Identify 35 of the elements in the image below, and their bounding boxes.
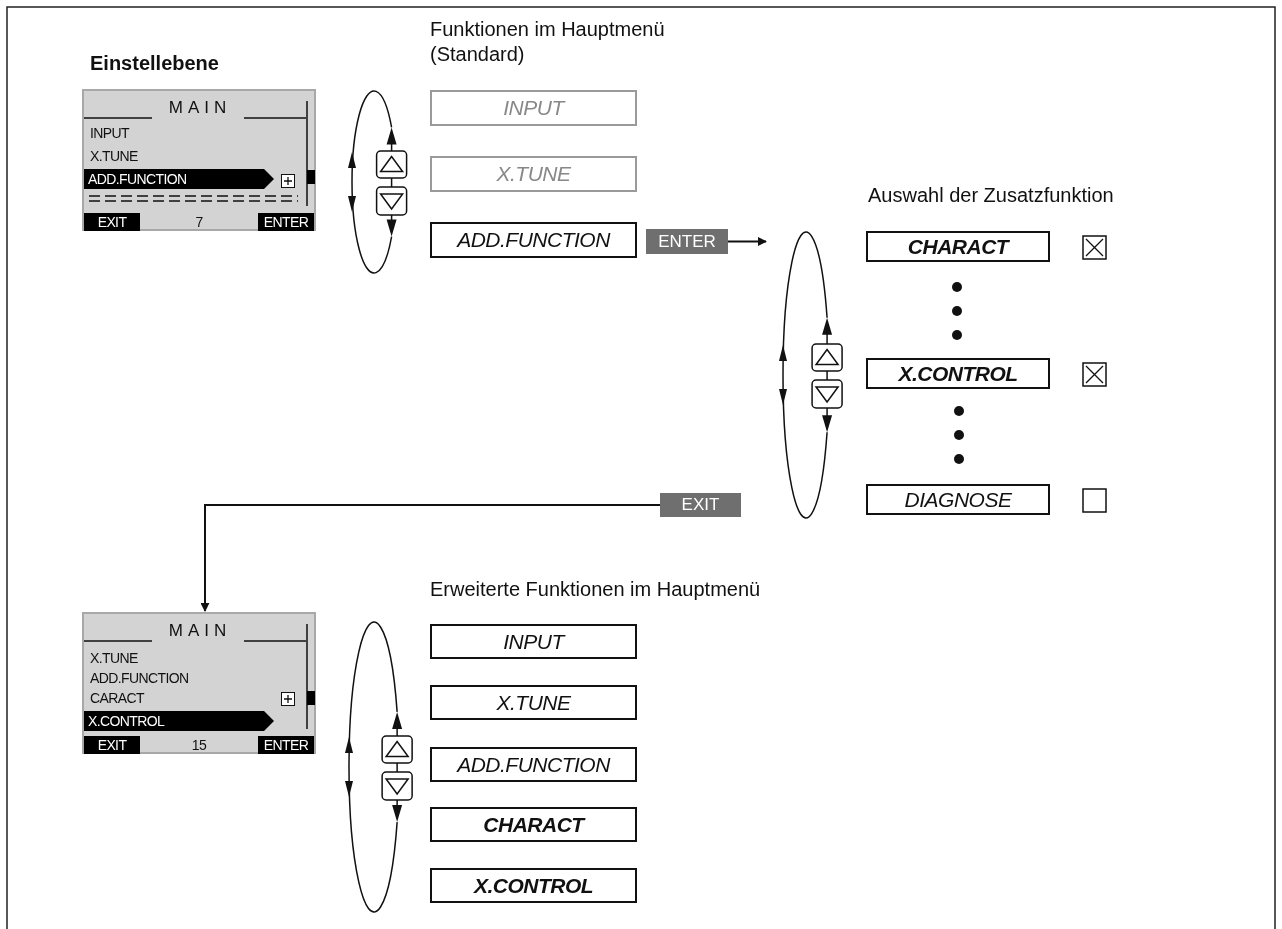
menu-entry: ADD.FUNCTION xyxy=(90,670,189,686)
menu-item-box: INPUT xyxy=(430,624,637,659)
screen-title: MAIN xyxy=(168,98,232,118)
highlighted-menu-entry: ADD.FUNCTION xyxy=(84,169,274,189)
menu-item-box: CHARACT xyxy=(866,231,1050,262)
menu-item-box: INPUT xyxy=(430,90,637,126)
arrow xyxy=(200,504,661,612)
menu-item-box: ADD.FUNCTION xyxy=(430,222,637,258)
menu-entry: INPUT xyxy=(90,125,129,141)
key-label: EXIT xyxy=(660,493,741,517)
menu-entry: CARACT xyxy=(90,690,144,706)
section-heading: Erweiterte Funktionen im Hauptmenü xyxy=(430,577,762,602)
menu-entry: X.TUNE xyxy=(90,650,138,666)
softkey-label: ENTER xyxy=(258,213,314,231)
menu-item-box: X.CONTROL xyxy=(866,358,1050,389)
menu-item-box: X.TUNE xyxy=(430,685,637,720)
screen-heading: Einstellebene xyxy=(90,51,219,75)
section-heading: Funktionen im Hauptmenü (Standard) xyxy=(430,17,666,67)
menu-entry: X.TUNE xyxy=(90,148,138,164)
key-label: ENTER xyxy=(646,229,728,254)
menu-item-box: ADD.FUNCTION xyxy=(430,747,637,782)
item-count: 7 xyxy=(195,214,203,230)
softkey-label: ENTER xyxy=(258,736,314,754)
menu-item-box: X.TUNE xyxy=(430,156,637,192)
item-count: 15 xyxy=(191,737,207,753)
menu-item-box: DIAGNOSE xyxy=(866,484,1050,515)
lcd-display xyxy=(82,612,316,754)
softkey-label: EXIT xyxy=(84,213,140,231)
menu-item-box: CHARACT xyxy=(430,807,637,842)
arrow xyxy=(727,237,767,246)
menu-item-box: X.CONTROL xyxy=(430,868,637,903)
section-heading: Auswahl der Zusatzfunktion xyxy=(868,183,1115,208)
softkey-label: EXIT xyxy=(84,736,140,754)
highlighted-menu-entry: X.CONTROL xyxy=(84,711,274,731)
screen-title: MAIN xyxy=(168,621,232,641)
